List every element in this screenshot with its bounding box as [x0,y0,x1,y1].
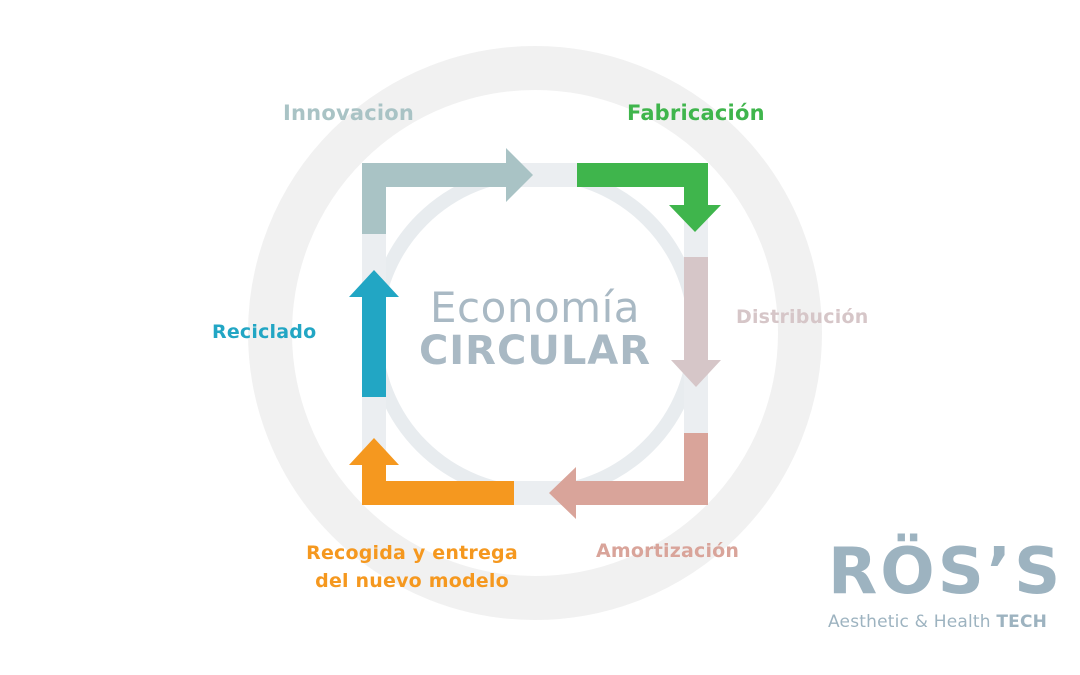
logo-tagline-text: Aesthetic & Health [828,612,991,632]
logo-tagline: Aesthetic & Health TECH [828,612,1058,632]
logo-wordmark: RÖS’S [828,535,1064,609]
arrow-innovacion [362,148,533,234]
center-title-line1: Economía [430,283,640,332]
label-fabricacion: Fabricación [627,101,765,125]
ross-logo: RÖS’S Aesthetic & Health TECH [828,535,1064,632]
label-recogida: Recogida y entrega del nuevo modelo [296,540,528,595]
logo-tagline-strong: TECH [996,612,1048,632]
label-distribucion: Distribución [736,306,869,328]
arrow-fabricacion [577,163,721,232]
arrow-amortizacion [549,433,708,519]
label-amortizacion: Amortización [596,540,740,562]
arrow-reciclado [349,270,399,397]
arrow-distribucion [671,257,721,387]
label-innovacion: Innovacion [283,101,415,125]
label-recogida-line2: del nuevo modelo [315,569,509,592]
label-recogida-line1: Recogida y entrega [306,542,518,564]
outer-decorative-ring [248,46,822,620]
center-title: Economía CIRCULAR [380,283,690,375]
arrow-recogida [349,438,514,505]
center-title-line2: CIRCULAR [418,328,652,375]
label-reciclado: Reciclado [212,321,317,343]
